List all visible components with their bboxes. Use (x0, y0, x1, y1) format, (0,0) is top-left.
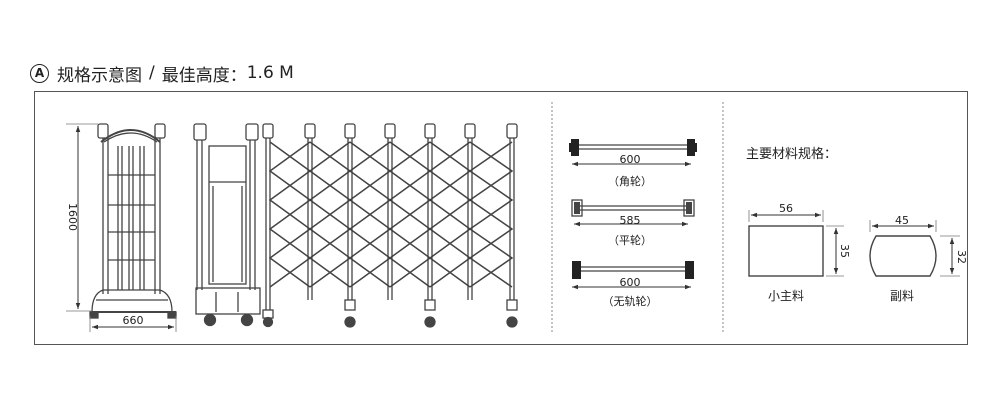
title-separator: / (149, 63, 155, 83)
wheel-trackless-length: 600 (620, 276, 641, 289)
diagram-frame (34, 91, 968, 345)
gate-front-view (193, 123, 261, 327)
secondary-material-height: 32 (955, 250, 968, 264)
height-label: 最佳高度： (161, 65, 247, 86)
main-material-width: 56 (779, 202, 793, 215)
gate-end-view (89, 123, 177, 319)
main-material-caption: 小主料 (768, 289, 804, 303)
secondary-material: 45 32 副料 (869, 214, 968, 303)
secondary-material-width: 45 (895, 214, 909, 227)
gate-height-label: 1600 (66, 203, 79, 231)
section-marker-icon: A (30, 63, 49, 83)
wheel-corner-caption: （角轮） (608, 174, 652, 188)
gate-width-label: 660 (123, 314, 144, 327)
materials-title: 主要材料规格： (746, 146, 837, 162)
wheel-trackless: 600 （无轨轮） (572, 261, 694, 308)
wheel-corner-length: 600 (620, 153, 641, 166)
secondary-material-caption: 副料 (890, 289, 914, 303)
main-material-height: 35 (838, 244, 851, 258)
diagram-title: 规格示意图 (57, 65, 142, 86)
wheel-flat-length: 585 (620, 214, 641, 227)
lattice-posts (304, 123, 518, 328)
height-value: 1.6 M (246, 63, 294, 83)
wheel-flat-caption: （平轮） (608, 233, 652, 247)
gate-height-dimension: 1600 (66, 123, 98, 312)
first-post (262, 123, 274, 328)
scissor-lattice (268, 141, 514, 288)
wheel-trackless-caption: （无轨轮） (603, 294, 658, 308)
diagram-header: A 规格示意图 / 最佳高度： 1.6 M (30, 60, 294, 86)
gate-width-dimension: 660 (89, 314, 177, 332)
wheel-flat: 585 （平轮） (571, 199, 695, 247)
main-material: 56 35 小主料 (748, 202, 851, 303)
wheel-corner: 600 （角轮） (569, 139, 697, 188)
